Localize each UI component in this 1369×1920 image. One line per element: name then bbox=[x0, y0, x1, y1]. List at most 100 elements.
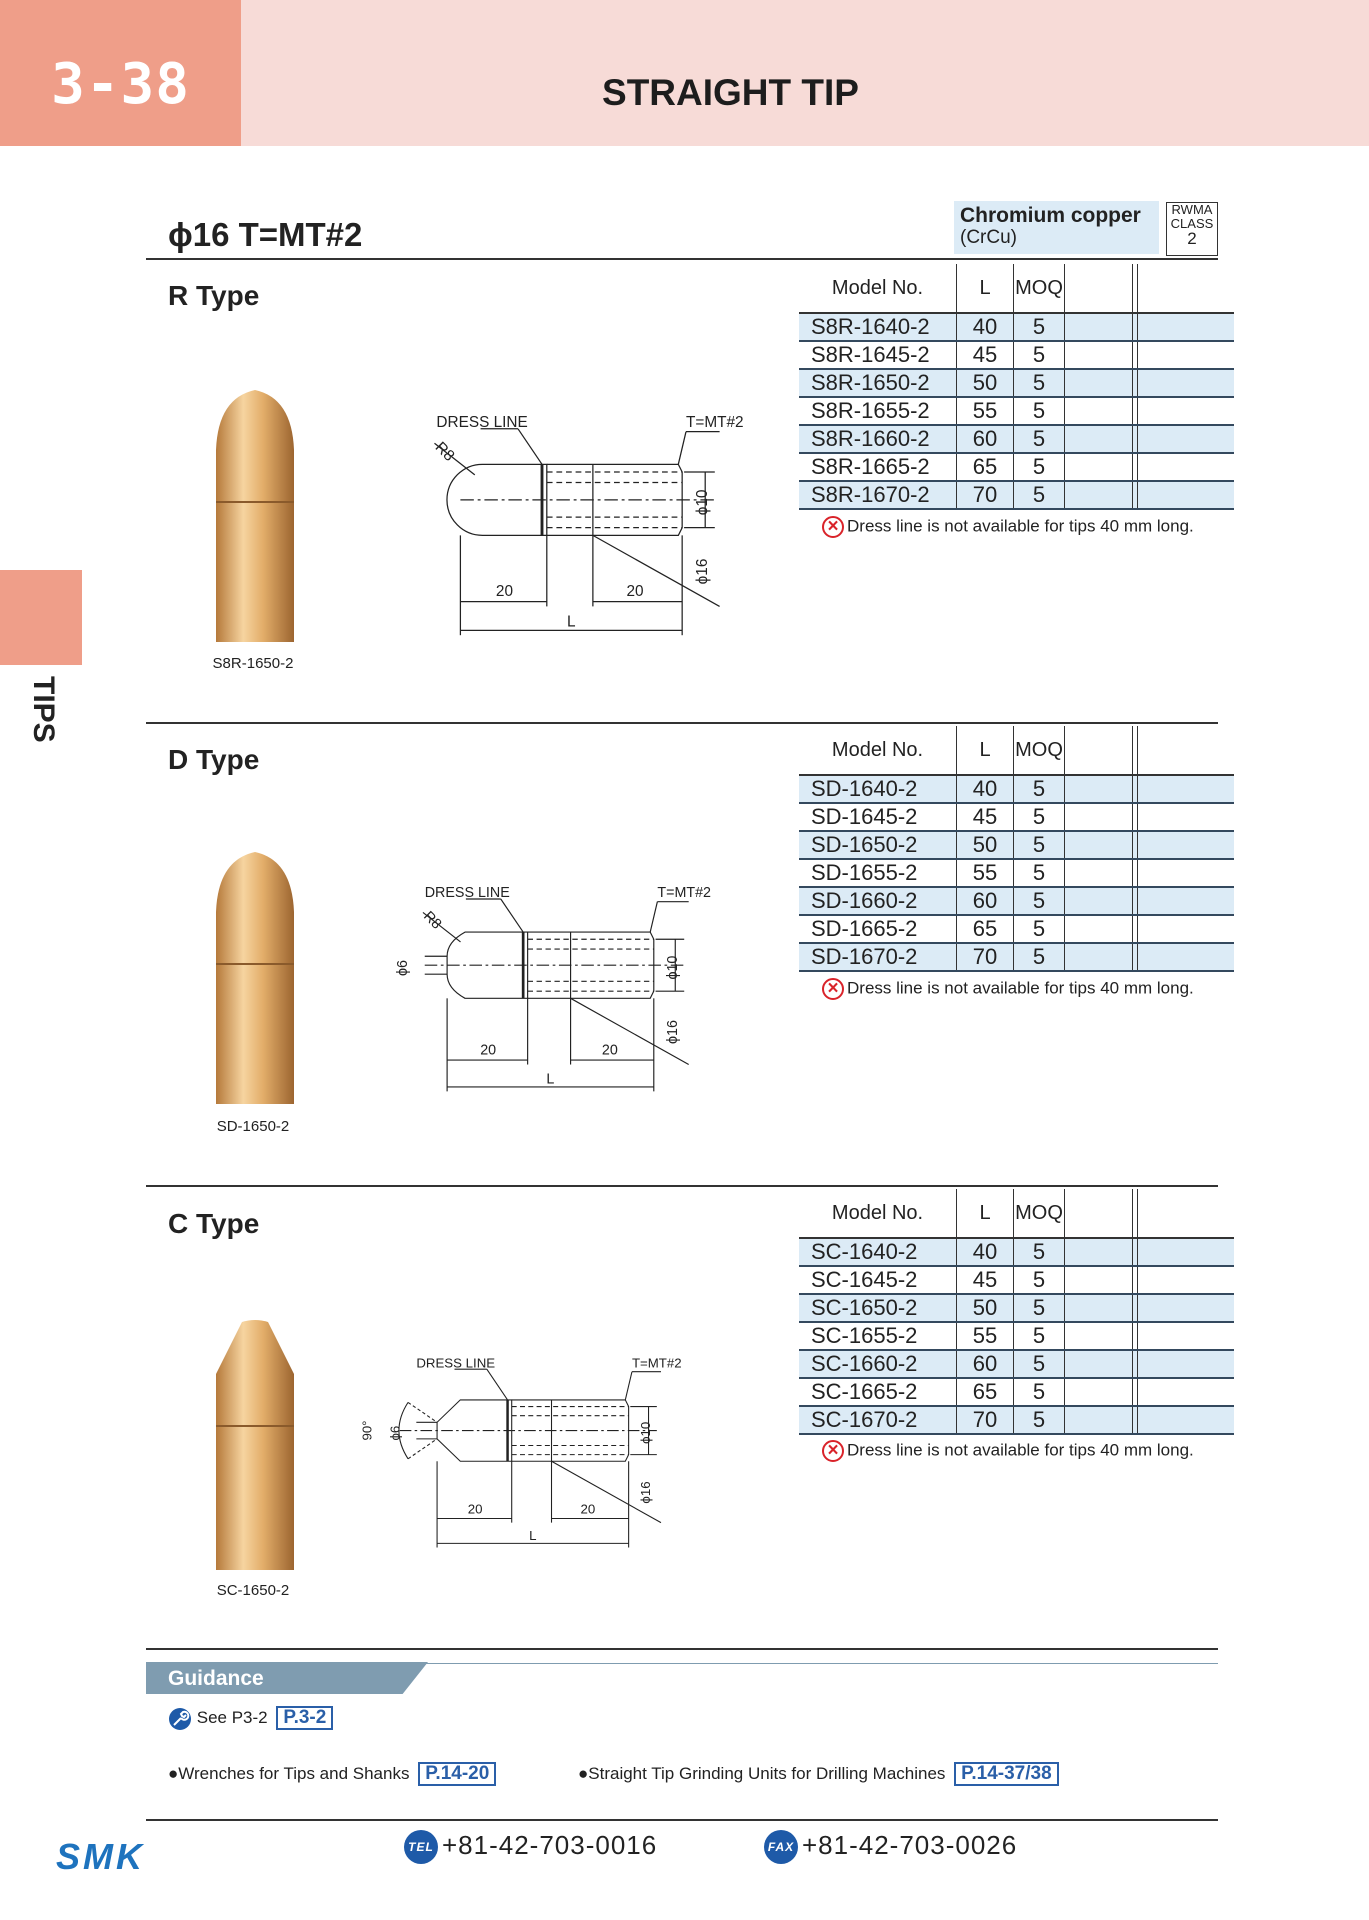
cell-model: SC-1640-2 bbox=[799, 1238, 957, 1267]
cell-l: 45 bbox=[956, 1266, 1014, 1295]
tip-photo-r bbox=[216, 390, 294, 642]
len20a-label-r: 20 bbox=[496, 583, 513, 600]
cell-model: S8R-1670-2 bbox=[799, 481, 957, 510]
dia10-label-r: ϕ10 bbox=[694, 490, 711, 516]
guidance-title: Guidance bbox=[168, 1667, 264, 1690]
cell-model: SD-1645-2 bbox=[799, 803, 957, 832]
photo-caption-r: S8R-1650-2 bbox=[212, 655, 294, 672]
rwma-class-box: RWMA CLASS 2 bbox=[1166, 202, 1218, 256]
cell-model: SC-1655-2 bbox=[799, 1322, 957, 1351]
cell-moq: 5 bbox=[1013, 775, 1065, 804]
cell-l: 65 bbox=[956, 453, 1014, 482]
fax-contact[interactable]: FAX+81-42-703-0026 bbox=[764, 1830, 1018, 1865]
tel-contact[interactable]: TEL+81-42-703-0016 bbox=[404, 1830, 657, 1865]
cell-l: 60 bbox=[956, 887, 1014, 916]
page-number: 3-38 bbox=[51, 52, 190, 117]
rwma-label: RWMA bbox=[1171, 202, 1213, 217]
cell-l: 45 bbox=[956, 341, 1014, 370]
note-text-c: Dress line is not available for tips 40 … bbox=[847, 1440, 1194, 1460]
not-available-icon: × bbox=[822, 1440, 844, 1462]
cell-l: 55 bbox=[956, 1322, 1014, 1351]
section-title-r: R Type bbox=[168, 280, 260, 311]
dress-line-label-c: DRESS LINE bbox=[416, 1356, 495, 1371]
th-l: L bbox=[956, 1189, 1014, 1239]
cell-l: 50 bbox=[956, 831, 1014, 860]
side-tab-block[interactable] bbox=[0, 570, 82, 665]
th-model: Model No. bbox=[799, 726, 957, 776]
cell-moq: 5 bbox=[1013, 369, 1065, 398]
page-link-p14-20[interactable]: P.14-20 bbox=[418, 1762, 497, 1786]
cell-model: SD-1670-2 bbox=[799, 943, 957, 972]
ref-wrenches: ●Wrenches for Tips and Shanks P.14-20 bbox=[168, 1762, 497, 1786]
len20b-label-r: 20 bbox=[626, 583, 643, 600]
cell-moq: 5 bbox=[1013, 859, 1065, 888]
section-title-c: C Type bbox=[168, 1208, 260, 1239]
cell-model: SC-1670-2 bbox=[799, 1406, 957, 1435]
cell-moq: 5 bbox=[1013, 1350, 1065, 1379]
taper-label-d: T=MT#2 bbox=[657, 885, 711, 901]
dia10-label-d: ϕ10 bbox=[665, 956, 681, 980]
material-name: Chromium copper bbox=[960, 204, 1141, 227]
cell-moq: 5 bbox=[1013, 1406, 1065, 1435]
not-available-icon: × bbox=[822, 516, 844, 538]
photo-caption-c: SC-1650-2 bbox=[216, 1582, 290, 1599]
tel-icon: TEL bbox=[404, 1830, 438, 1865]
len20b-label-c: 20 bbox=[581, 1502, 596, 1517]
drawing-r: DRESS LINE T=MT#2 R8 ϕ10 ϕ16 20 20 L bbox=[432, 414, 744, 636]
cell-l: 50 bbox=[956, 369, 1014, 398]
cell-moq: 5 bbox=[1013, 1378, 1065, 1407]
cell-l: 45 bbox=[956, 803, 1014, 832]
cell-moq: 5 bbox=[1013, 831, 1065, 860]
photo-caption-d: SD-1650-2 bbox=[216, 1118, 290, 1135]
cell-model: SC-1645-2 bbox=[799, 1266, 957, 1295]
page-link-p14-37[interactable]: P.14-37/38 bbox=[954, 1762, 1059, 1786]
fax-number: +81-42-703-0026 bbox=[802, 1830, 1018, 1860]
footer-rule bbox=[146, 1819, 1218, 1821]
cell-moq: 5 bbox=[1013, 887, 1065, 916]
section-rule-c bbox=[146, 1185, 1218, 1187]
len-l-label-d: L bbox=[546, 1071, 554, 1087]
dia6-label-c: ϕ6 bbox=[388, 1426, 403, 1441]
cell-model: S8R-1650-2 bbox=[799, 369, 957, 398]
cell-l: 60 bbox=[956, 1350, 1014, 1379]
cell-model: SC-1650-2 bbox=[799, 1294, 957, 1323]
fax-icon: FAX bbox=[764, 1830, 798, 1865]
cell-l: 70 bbox=[956, 481, 1014, 510]
th-moq: MOQ bbox=[1013, 264, 1065, 314]
drawing-c: DRESS LINE T=MT#2 90° ϕ6 ϕ10 ϕ16 20 20 L bbox=[360, 1356, 682, 1548]
cell-l: 65 bbox=[956, 1378, 1014, 1407]
cell-l: 40 bbox=[956, 1238, 1014, 1267]
taper-label-r: T=MT#2 bbox=[686, 414, 744, 431]
cell-l: 65 bbox=[956, 915, 1014, 944]
tip-head-outline-r bbox=[446, 463, 548, 536]
page-link-p3-2[interactable]: P.3-2 bbox=[276, 1706, 334, 1730]
page-title: STRAIGHT TIP bbox=[602, 72, 859, 113]
cell-l: 60 bbox=[956, 425, 1014, 454]
cell-model: SC-1660-2 bbox=[799, 1350, 957, 1379]
cell-model: SD-1640-2 bbox=[799, 775, 957, 804]
cell-moq: 5 bbox=[1013, 1322, 1065, 1351]
